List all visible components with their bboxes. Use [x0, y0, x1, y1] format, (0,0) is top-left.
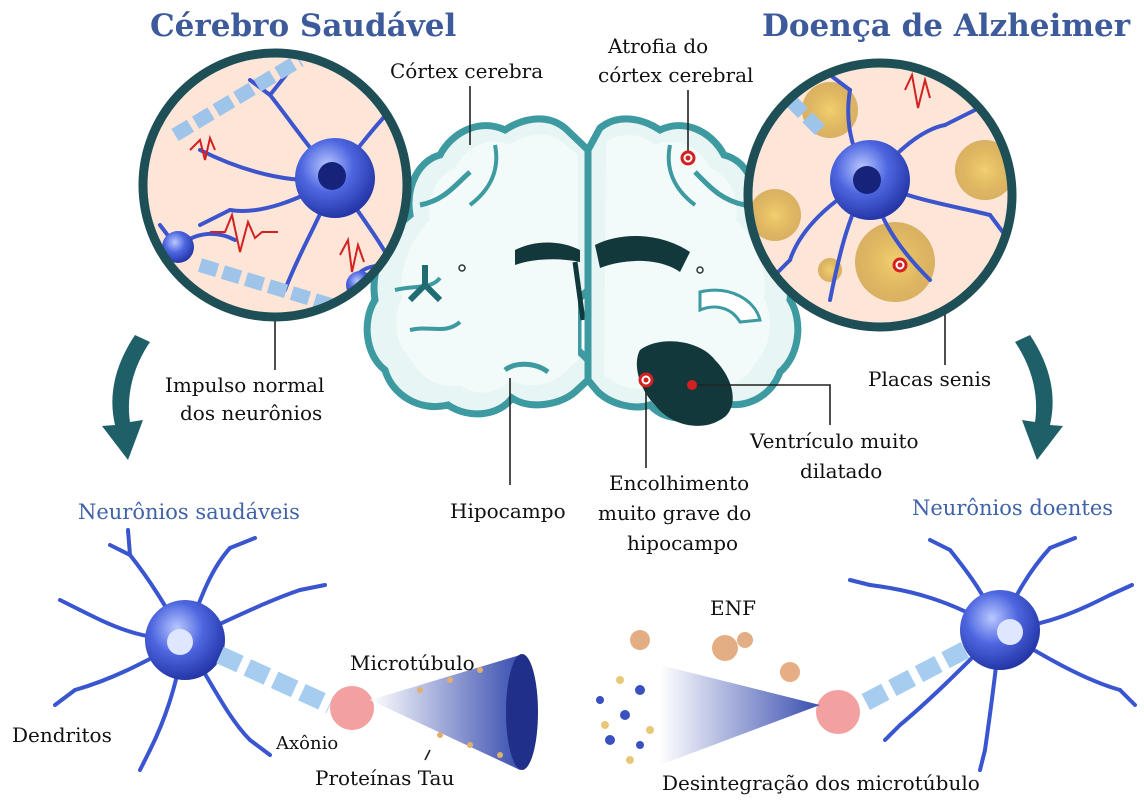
label-axon: Axônio: [276, 730, 338, 757]
label-senile-plaques: Placas senis: [868, 366, 991, 393]
label-cortex: Córtex cerebra: [390, 58, 543, 85]
label-cortex-atrophy-1: Atrofia do: [608, 33, 708, 60]
title-alzheimer: Doença de Alzheimer: [762, 8, 1130, 44]
label-disintegration: Desintegração dos microtúbulo: [662, 770, 980, 797]
subtitle-healthy-neurons: Neurônios saudáveis: [78, 500, 300, 524]
subtitle-sick-neurons: Neurônios doentes: [912, 496, 1113, 520]
title-healthy-brain: Cérebro Saudável: [150, 8, 456, 44]
label-ventricle-1: Ventrículo muito: [750, 428, 919, 455]
label-cortex-atrophy-2: córtex cerebral: [598, 62, 753, 89]
label-hippocampus: Hipocampo: [450, 498, 566, 525]
label-tau-proteins: Proteínas Tau: [315, 765, 454, 792]
label-impulse-1: Impulso normal: [165, 372, 324, 399]
label-shrinkage-3: hipocampo: [627, 530, 738, 557]
label-enf: ENF: [710, 595, 756, 622]
sick-neuron-illustration: [596, 538, 1135, 770]
label-impulse-2: dos neurônios: [180, 400, 322, 427]
label-ventricle-2: dilatado: [800, 458, 882, 485]
label-microtubule: Microtúbulo: [350, 650, 475, 677]
alzheimer-neuron-magnifier: [748, 63, 1015, 327]
label-shrinkage-2: muito grave do: [598, 500, 751, 527]
label-shrinkage-1: Encolhimento: [609, 470, 749, 497]
label-dendrites: Dendritos: [12, 722, 112, 749]
